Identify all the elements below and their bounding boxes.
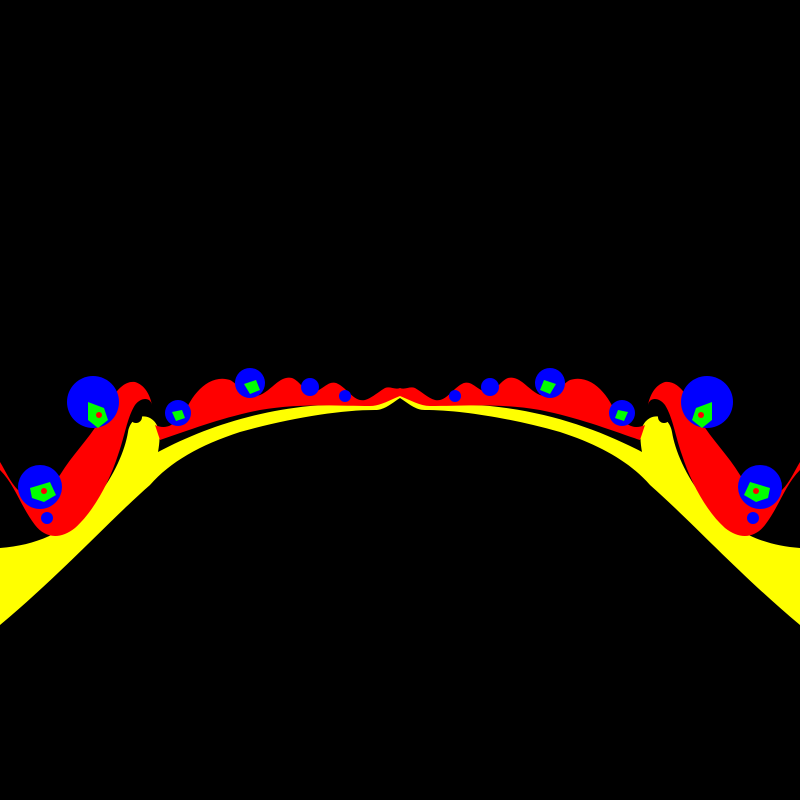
blue-bulb	[747, 512, 759, 524]
red-wave	[155, 377, 400, 440]
blue-bulb	[339, 390, 351, 402]
blue-bulb	[481, 378, 499, 396]
fractal-half-left	[0, 368, 400, 625]
red-dot	[96, 412, 102, 418]
green-core	[244, 380, 260, 394]
red-dot	[698, 412, 704, 418]
green-core	[615, 410, 628, 421]
black-hole	[658, 411, 670, 423]
red-dot	[41, 488, 47, 494]
green-core	[172, 410, 185, 421]
red-dot	[753, 488, 759, 494]
blue-bulb	[449, 390, 461, 402]
blue-bulb	[41, 512, 53, 524]
yellow-band	[0, 393, 400, 625]
fractal-half-right	[400, 368, 800, 625]
black-hole	[130, 411, 142, 423]
blue-bulb	[301, 378, 319, 396]
green-core	[540, 380, 556, 394]
red-wave	[400, 377, 645, 440]
yellow-band	[400, 393, 800, 625]
